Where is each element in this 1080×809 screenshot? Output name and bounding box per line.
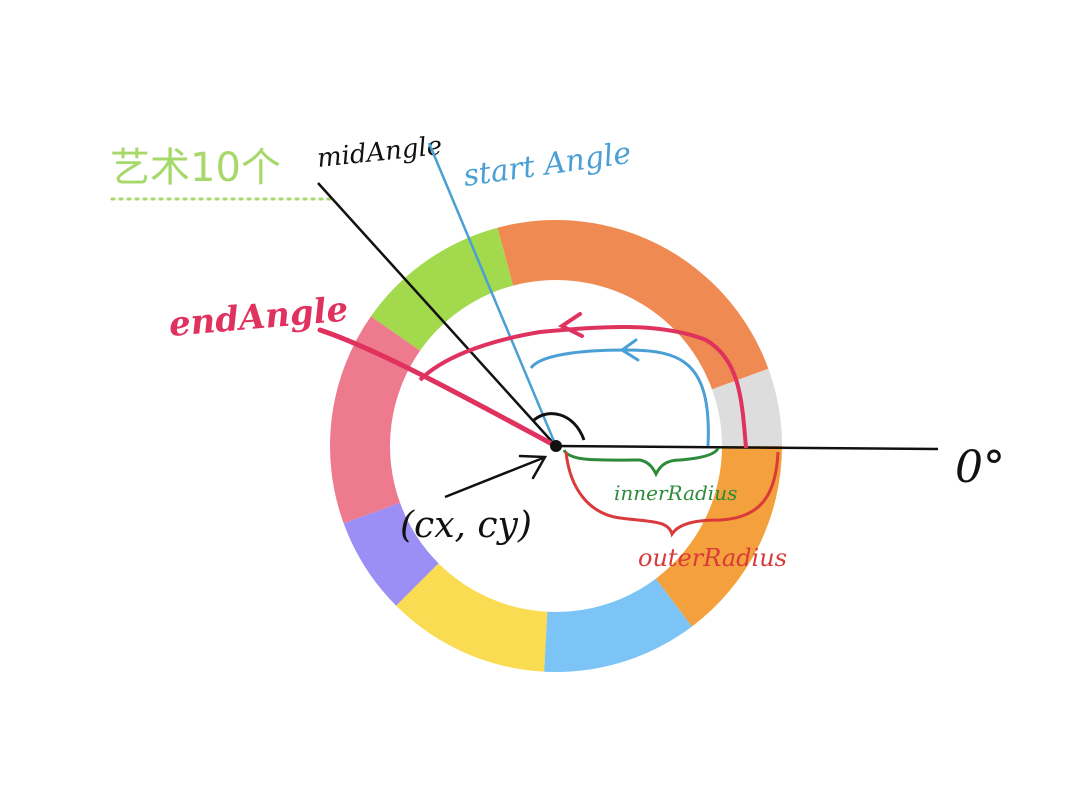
- start-angle-arc: [529, 348, 710, 447]
- donut-segment: [497, 219, 769, 390]
- outer-radius-label: outerRadius: [638, 544, 787, 572]
- end-angle-arc: [418, 324, 748, 449]
- donut-segment: [655, 446, 782, 627]
- donut-segment: [544, 578, 693, 672]
- end-angle-line: [317, 327, 559, 449]
- start-angle-label: start Angle: [461, 136, 633, 194]
- sector-label: 艺术10个: [110, 145, 281, 191]
- donut-segment: [711, 368, 782, 446]
- mid-angle-arc: [533, 412, 586, 441]
- zero-degree-label: 0°: [955, 442, 1005, 493]
- mid-angle-line: [317, 182, 557, 447]
- center-point: [550, 440, 562, 452]
- donut-segment: [329, 316, 421, 524]
- center-arrow-line: [444, 456, 544, 499]
- inner-radius-label: innerRadius: [614, 481, 737, 505]
- center-label: (cx, cy): [400, 505, 532, 546]
- end-angle-label: endAngle: [167, 289, 349, 344]
- start-angle-line: [427, 142, 558, 447]
- outer-radius-brace: [564, 451, 780, 538]
- end-angle-arrow-icon: [558, 312, 584, 338]
- donut-segment: [396, 563, 548, 672]
- center-arrow-icon: [518, 454, 548, 480]
- start-angle-arrow-icon: [619, 338, 640, 362]
- inner-radius-brace: [562, 447, 720, 478]
- donut-segment: [343, 502, 439, 606]
- donut-ring: [329, 219, 782, 672]
- mid-angle-label: midAngle: [316, 131, 444, 174]
